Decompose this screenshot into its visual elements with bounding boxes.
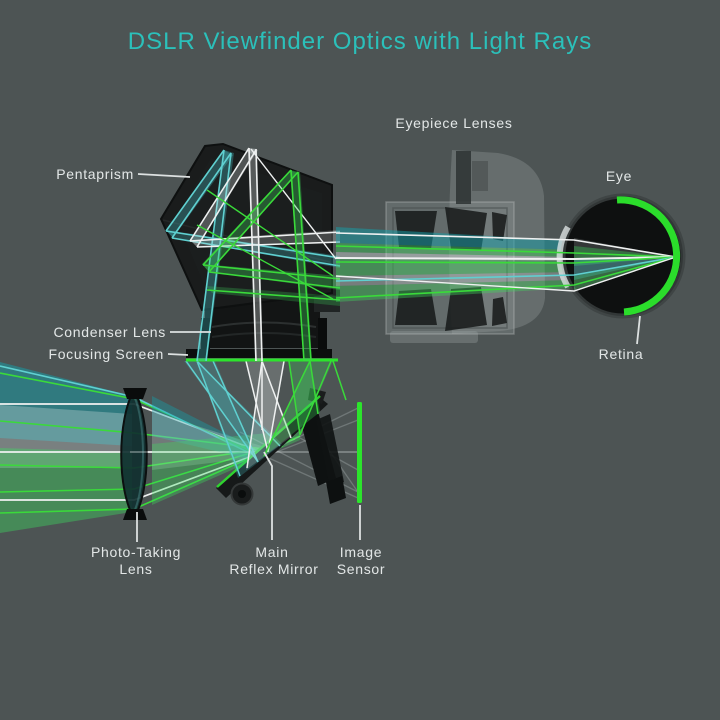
main-reflex-mirror-shape — [216, 388, 346, 506]
page-title: DSLR Viewfinder Optics with Light Rays — [128, 28, 592, 55]
condenser-lens-shape — [201, 318, 327, 350]
eyepiece-top-tab — [456, 151, 471, 204]
diagram-labels: Pentaprism Eyepiece Lenses Eye Condenser… — [48, 115, 644, 577]
image-sensor-label-line1: Image — [340, 544, 382, 560]
condenser-lens-label: Condenser Lens — [53, 324, 166, 340]
exit-ray-lines — [335, 232, 677, 299]
mirror-to-screen-rays — [184, 360, 347, 478]
pentaprism-label: Pentaprism — [56, 166, 134, 182]
pointer-lines — [136, 173, 641, 542]
eye-label: Eye — [606, 168, 632, 184]
mirror-surface-highlight — [216, 395, 321, 488]
focusing-screen-label: Focusing Screen — [48, 346, 164, 362]
retina-pointer-line — [636, 315, 641, 345]
main-reflex-mirror-label-line2: Reflex Mirror — [229, 561, 318, 577]
eyepiece-lenses-label: Eyepiece Lenses — [395, 115, 512, 131]
photo-taking-lens-label-line1: Photo-Taking — [91, 544, 181, 560]
cornea-lens — [556, 225, 571, 289]
image-sensor-shape — [357, 402, 362, 503]
retina-arc — [616, 196, 681, 316]
eye-shape — [556, 193, 686, 319]
image-sensor-label-line2: Sensor — [337, 561, 386, 577]
pentaprism-pointer-line — [137, 173, 191, 178]
photo-taking-lens-label-line2: Lens — [119, 561, 152, 577]
main-reflex-mirror-pointer-line — [263, 451, 273, 540]
viewfinder-exit-rays — [336, 227, 574, 302]
photo-taking-lens-shape — [120, 387, 148, 520]
focusing-screen-pointer-line — [167, 353, 189, 356]
main-reflex-mirror-label-line1: Main — [255, 544, 288, 560]
retina-label: Retina — [599, 346, 644, 362]
pentaprism-rays — [165, 147, 341, 362]
